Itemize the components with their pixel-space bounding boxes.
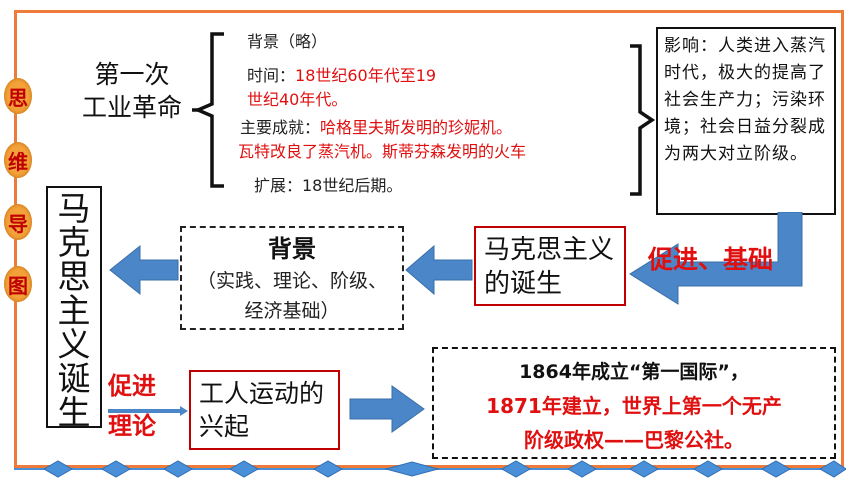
revolution-background: 背景（略） (247, 32, 328, 51)
international-line3: 阶级政权——巴黎公社。 (524, 428, 744, 452)
background-title: 背景 (268, 235, 316, 263)
marxism-vertical-box: 马克思主义诞生 (46, 186, 102, 430)
revolution-title-line1: 第一次 (94, 60, 170, 89)
international-box: 1864年成立“第一国际”， 1871年建立，世界上第一个无产 阶级政权——巴黎… (432, 347, 836, 459)
promote-theory-line2: 理论 (108, 412, 156, 440)
time-value-line2: 世纪40年代。 (247, 90, 348, 109)
background-box: 背景 （实践、理论、阶级、经济基础） (180, 226, 404, 330)
promote-theory: 促进 理论 (108, 366, 156, 446)
background-detail: （实践、理论、阶级、经济基础） (196, 270, 387, 322)
promote-basis-label: 促进、基础 (648, 245, 774, 274)
diamonds (42, 460, 846, 478)
international-line1: 1864年成立“第一国际”， (519, 361, 749, 383)
achievements-label: 主要成就： (240, 118, 321, 137)
arrow-theory (108, 406, 188, 416)
revolution-title-line2: 工业革命 (81, 93, 182, 122)
international-line2: 1871年建立，世界上第一个无产 (486, 394, 782, 418)
marxism-birth-box: 马克思主义的诞生 (474, 226, 626, 306)
arrow-to-background (405, 244, 473, 296)
influence-box: 影响：人类进入蒸汽时代，极大的提高了社会生产力；污染环境；社会日益分裂成为两大对… (656, 27, 836, 215)
side-badge-3: 导 (4, 204, 32, 240)
revolution-time: 时间：18世纪60年代至19 (247, 64, 436, 88)
arrow-to-marxism (109, 244, 179, 296)
side-badge-1: 思 (4, 78, 32, 114)
bent-arrow (629, 212, 803, 305)
side-badge-2: 维 (4, 142, 32, 178)
revolution-achievements: 主要成就：哈格里夫斯发明的珍妮机。 (240, 116, 512, 140)
revolution-expansion: 扩展：18世纪后期。 (254, 176, 403, 195)
right-brace (630, 44, 656, 196)
arrow-to-international (349, 385, 425, 433)
revolution-title: 第一次 工业革命 (72, 58, 192, 124)
promote-theory-line1: 促进 (108, 372, 156, 400)
labor-movement-box: 工人运动的兴起 (189, 370, 340, 450)
time-label: 时间： (247, 66, 296, 85)
side-badge-4: 图 (4, 266, 32, 302)
time-value-line1: 18世纪60年代至19 (295, 66, 437, 85)
left-brace (192, 32, 224, 188)
achievements-line1: 哈格里夫斯发明的珍妮机。 (320, 118, 513, 137)
achievements-line2: 瓦特改良了蒸汽机。斯蒂芬森发明的火车 (238, 142, 527, 161)
bottom-diamond-bar (14, 460, 846, 478)
